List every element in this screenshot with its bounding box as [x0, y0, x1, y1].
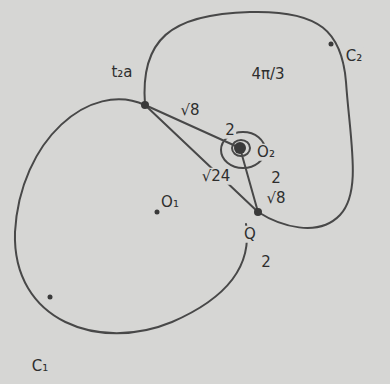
point-label: √8: [179, 102, 200, 119]
point-label: 2: [270, 170, 282, 187]
point: [141, 101, 149, 109]
point-label: 4π/3: [250, 66, 285, 83]
point-label: t₂a: [110, 64, 133, 81]
point-label: C₁: [31, 358, 50, 375]
point: [48, 295, 53, 300]
point-label: O₁: [160, 194, 180, 211]
point-label: √24: [201, 168, 232, 185]
point: [254, 208, 262, 216]
segment: [145, 105, 258, 212]
small-circle: [232, 140, 250, 156]
point-label: O₂: [256, 144, 276, 161]
point-label: Q: [243, 226, 257, 243]
curve-c2: [144, 12, 352, 228]
point-label: 2: [260, 254, 272, 271]
point: [329, 42, 334, 47]
point: [234, 142, 246, 154]
point-label: C₂: [345, 48, 364, 65]
point: [155, 210, 160, 215]
point-label: 2: [224, 122, 236, 139]
curve-c1: [15, 99, 247, 333]
point-label: √8: [265, 190, 286, 207]
